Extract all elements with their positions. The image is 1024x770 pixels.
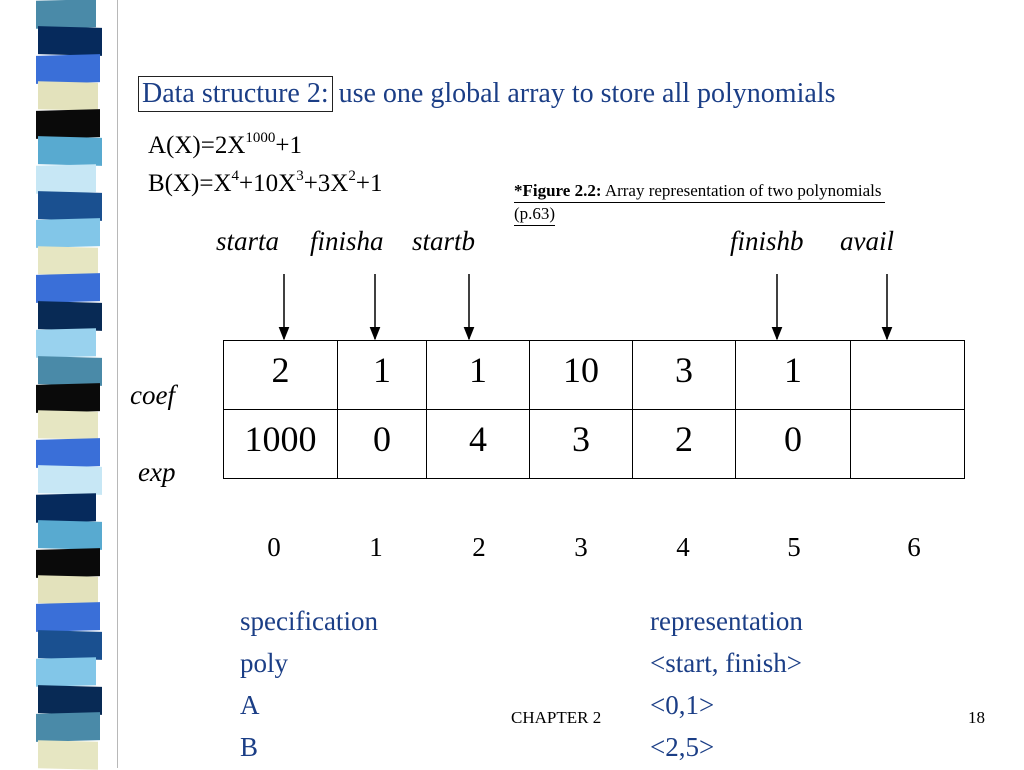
coef-row: 2 1 1 10 3 1: [223, 340, 965, 410]
row-label-coef: coef: [130, 380, 175, 410]
array-index: 2: [472, 532, 486, 562]
array-index: 0: [267, 532, 281, 562]
polynomial-array: 2 1 1 10 3 1 1000 0 4 3 2 0: [223, 340, 965, 479]
exp-cell: 3: [529, 409, 633, 479]
poly-b-exponent-1: 4: [231, 168, 240, 184]
coef-cell: [850, 340, 965, 410]
spec-item: poly: [240, 648, 289, 678]
row-label-exp: exp: [138, 457, 176, 487]
label-avail: avail: [840, 226, 894, 256]
representation-column: representation <start, finish> <0,1> <2,…: [650, 600, 803, 768]
exp-cell: 0: [337, 409, 427, 479]
array-index: 6: [907, 532, 921, 562]
array-index: 5: [787, 532, 801, 562]
representation-header: representation: [650, 606, 803, 636]
array-index: 1: [369, 532, 383, 562]
title-boxed-label: Data structure 2:: [138, 76, 333, 112]
label-finisha: finisha: [310, 226, 384, 256]
footer-chapter: CHAPTER 2: [511, 708, 602, 727]
poly-b-suffix: +1: [355, 170, 383, 197]
poly-a-exponent: 1000: [245, 130, 276, 146]
exp-cell: 4: [426, 409, 530, 479]
label-startb: startb: [412, 226, 476, 256]
coef-cell: 1: [337, 340, 427, 410]
polynomial-b: B(X)=X4+10X3+3X2+1: [148, 168, 383, 198]
figure-caption: *Figure 2.2: Array representation of two…: [514, 180, 994, 226]
label-starta: starta: [216, 226, 280, 256]
exp-cell: [850, 409, 965, 479]
stripe-divider: [117, 0, 118, 768]
poly-b-term-2: +10X: [239, 170, 297, 197]
spec-item: B: [240, 732, 259, 762]
representation-item: <0,1>: [650, 690, 715, 720]
representation-item: <start, finish>: [650, 648, 802, 678]
figure-caption-text: Array representation of two polynomials: [604, 181, 882, 200]
polynomial-a: A(X)=2X1000+1: [148, 130, 303, 160]
coef-cell: 1: [735, 340, 851, 410]
poly-a-prefix: A(X)=2X: [148, 132, 246, 159]
exp-cell: 2: [632, 409, 736, 479]
exp-row: 1000 0 4 3 2 0: [223, 409, 965, 479]
figure-caption-page: (p.63): [514, 203, 556, 226]
footer-page-number: 18: [968, 708, 985, 727]
poly-b-exponent-3: 2: [348, 168, 356, 184]
poly-b-term-3: +3X: [303, 170, 349, 197]
coef-cell: 3: [632, 340, 736, 410]
poly-b-exponent-2: 3: [296, 168, 304, 184]
exp-cell: 0: [735, 409, 851, 479]
poly-a-suffix: +1: [275, 132, 303, 159]
array-index: 3: [574, 532, 588, 562]
exp-cell: 1000: [223, 409, 338, 479]
coef-cell: 2: [223, 340, 338, 410]
spec-column: specification poly A B: [240, 600, 378, 768]
label-finishb: finishb: [730, 226, 804, 256]
spec-header: specification: [240, 606, 378, 636]
coef-cell: 1: [426, 340, 530, 410]
title-text: use one global array to store all polyno…: [338, 78, 836, 109]
poly-b-prefix: B(X)=X: [148, 170, 232, 197]
slide-title: Data structure 2: use one global array t…: [138, 74, 835, 114]
array-index: 4: [676, 532, 690, 562]
representation-item: <2,5>: [650, 732, 715, 762]
spec-item: A: [240, 690, 260, 720]
coef-cell: 10: [529, 340, 633, 410]
figure-caption-label: *Figure 2.2:: [514, 181, 602, 200]
